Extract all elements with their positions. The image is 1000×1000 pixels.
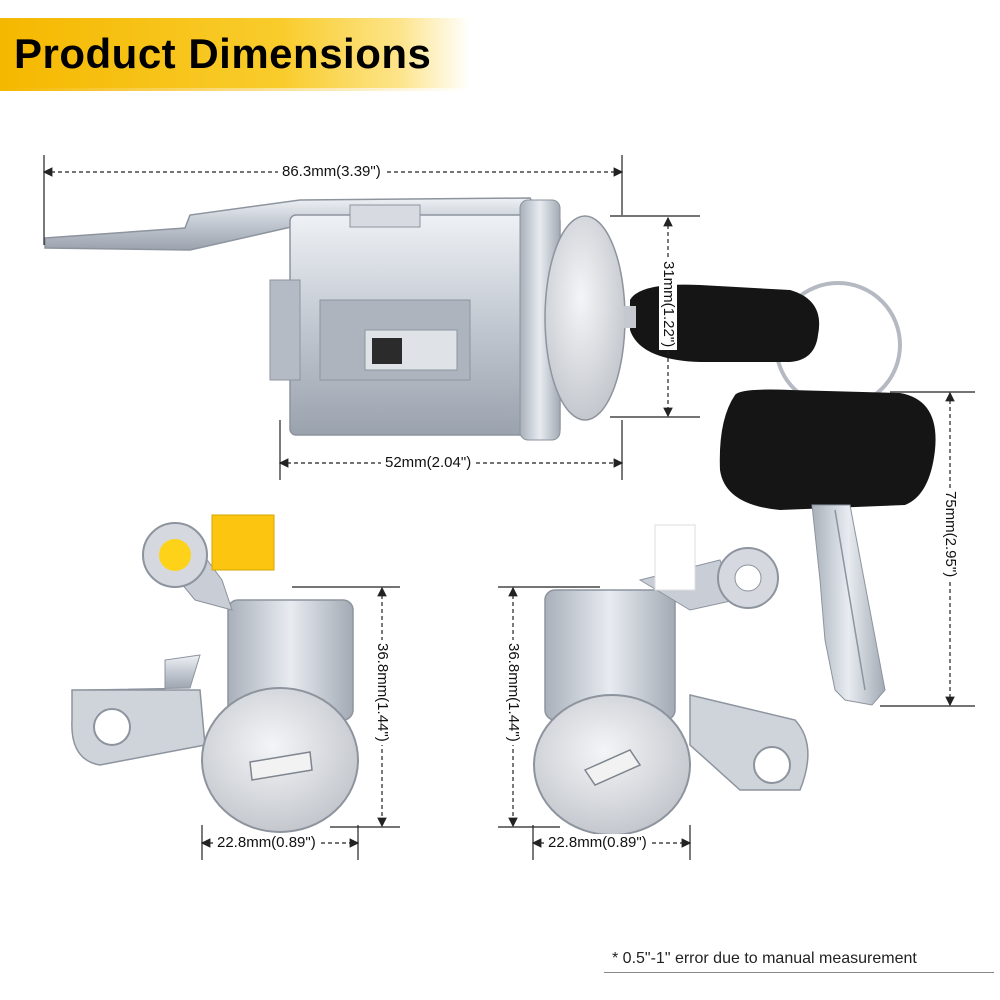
ignition-cylinder [44,197,626,441]
dim-label-left-lock-height: 36.8mm(1.44") [373,640,391,745]
left-door-lock [71,514,359,833]
dim-label-key-length: 75mm(2.95") [941,488,959,581]
right-door-lock [533,524,809,836]
dim-label-ignition-length: 86.3mm(3.39") [278,163,385,181]
title-banner [0,18,470,88]
dim-label-right-lock-diameter: 22.8mm(0.89") [545,834,650,852]
keys-with-ring [624,281,936,706]
dim-label-right-lock-height: 36.8mm(1.44") [504,640,522,745]
title-underline [0,88,470,91]
dim-label-ignition-head: 31mm(1.22") [659,258,677,351]
measurement-footnote: * 0.5"-1" error due to manual measuremen… [604,950,994,973]
dim-label-left-lock-diameter: 22.8mm(0.89") [214,834,319,852]
dim-label-ignition-body: 52mm(2.04") [381,454,476,472]
page-title: Product Dimensions [14,30,432,77]
